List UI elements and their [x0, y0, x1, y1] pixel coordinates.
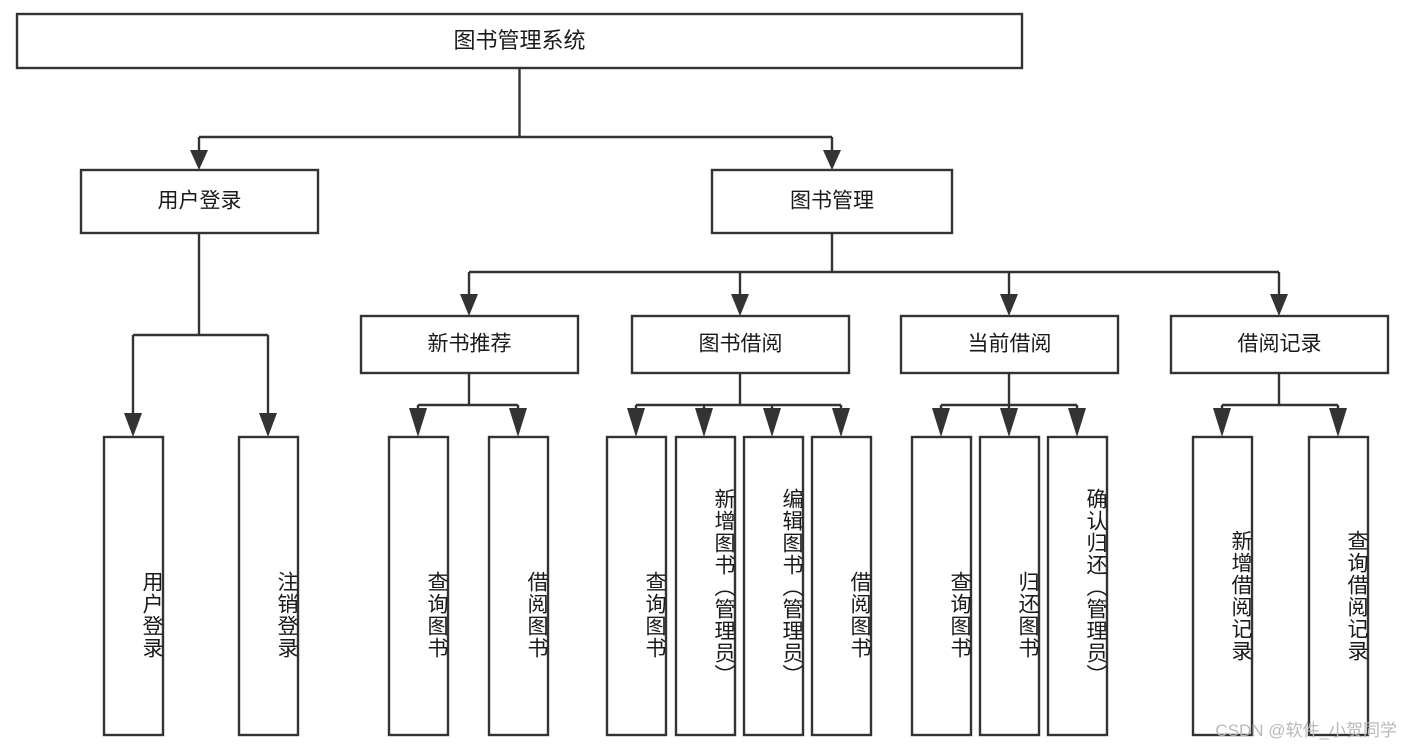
arrow-head-leaf-newbook-1: [409, 408, 427, 437]
node-root-label: 图书管理系统: [453, 28, 585, 53]
node-leaf-add-record-box[interactable]: [1191, 435, 1254, 737]
node-leaf-query-book-3-box[interactable]: [910, 435, 973, 737]
node-current-borrow-label: 当前借阅: [968, 333, 1052, 356]
node-leaf-borrow-book-1-box[interactable]: [487, 435, 550, 737]
arrow-head-user-login: [190, 150, 208, 170]
arrow-head-leaf-bookborrow-4: [832, 408, 850, 437]
arrow-head-leaf-borrowrecord-2: [1329, 408, 1347, 437]
node-borrow-record-box[interactable]: [1169, 314, 1390, 375]
node-leaf-borrow-book-2-box[interactable]: [810, 435, 873, 737]
node-leaf-edit-book-box[interactable]: [742, 435, 805, 737]
arrow-head-book-mgmt: [823, 150, 841, 170]
arrow-head-leaf-currentborrow-3: [1068, 408, 1086, 437]
node-user-login-box[interactable]: [79, 168, 320, 235]
node-leaf-query-record-box[interactable]: [1307, 435, 1370, 737]
arrow-head-leaf-newbook-2: [509, 408, 527, 437]
node-leaf-query-book-2-box[interactable]: [605, 435, 668, 737]
node-current-borrow-box[interactable]: [899, 314, 1120, 375]
arrow-head-new-book: [460, 294, 478, 316]
arrow-head-current-borrow: [1000, 294, 1018, 316]
node-book-borrow-box[interactable]: [630, 314, 851, 375]
arrow-head-leaf-borrowrecord-1: [1213, 408, 1231, 437]
arrow-head-leaf-currentborrow-2: [1000, 408, 1018, 437]
node-leaf-user-login-box[interactable]: [102, 435, 165, 737]
node-leaf-confirm-return-box[interactable]: [1046, 435, 1109, 737]
node-book-management-label: 图书管理: [790, 190, 874, 213]
node-root-box[interactable]: [15, 12, 1024, 70]
node-borrow-record-label: 借阅记录: [1238, 333, 1322, 356]
arrow-head-leaf-bookborrow-3: [763, 408, 781, 437]
node-book-management-box[interactable]: [710, 168, 954, 235]
arrow-head-leaf-user-login-1: [124, 413, 142, 437]
arrow-head-leaf-bookborrow-2: [695, 408, 713, 437]
node-leaf-return-book-box[interactable]: [978, 435, 1041, 737]
arrow-head-leaf-bookborrow-1: [627, 408, 645, 437]
node-new-book-recommend-label: 新书推荐: [428, 333, 512, 356]
node-book-borrow-label: 图书借阅: [699, 333, 783, 356]
node-new-book-recommend-box[interactable]: [359, 314, 580, 375]
node-boxes-group: 图书管理系统 用户登录 图书管理 新书推荐 图书借阅 当前借阅 借阅记录: [15, 12, 1390, 737]
arrow-head-leaf-currentborrow-1: [932, 408, 950, 437]
arrow-head-leaf-user-login-2: [259, 413, 277, 437]
node-leaf-query-book-1-box[interactable]: [387, 435, 450, 737]
csdn-watermark: CSDN @软件_小贺同学: [1215, 721, 1397, 740]
node-leaf-logout-box[interactable]: [237, 435, 300, 737]
node-user-login-label: 用户登录: [158, 190, 242, 213]
arrow-head-book-borrow: [731, 294, 749, 316]
node-leaf-add-book-box[interactable]: [674, 435, 737, 737]
connectors-group: [124, 68, 1347, 437]
arrow-head-borrow-record: [1270, 294, 1288, 316]
